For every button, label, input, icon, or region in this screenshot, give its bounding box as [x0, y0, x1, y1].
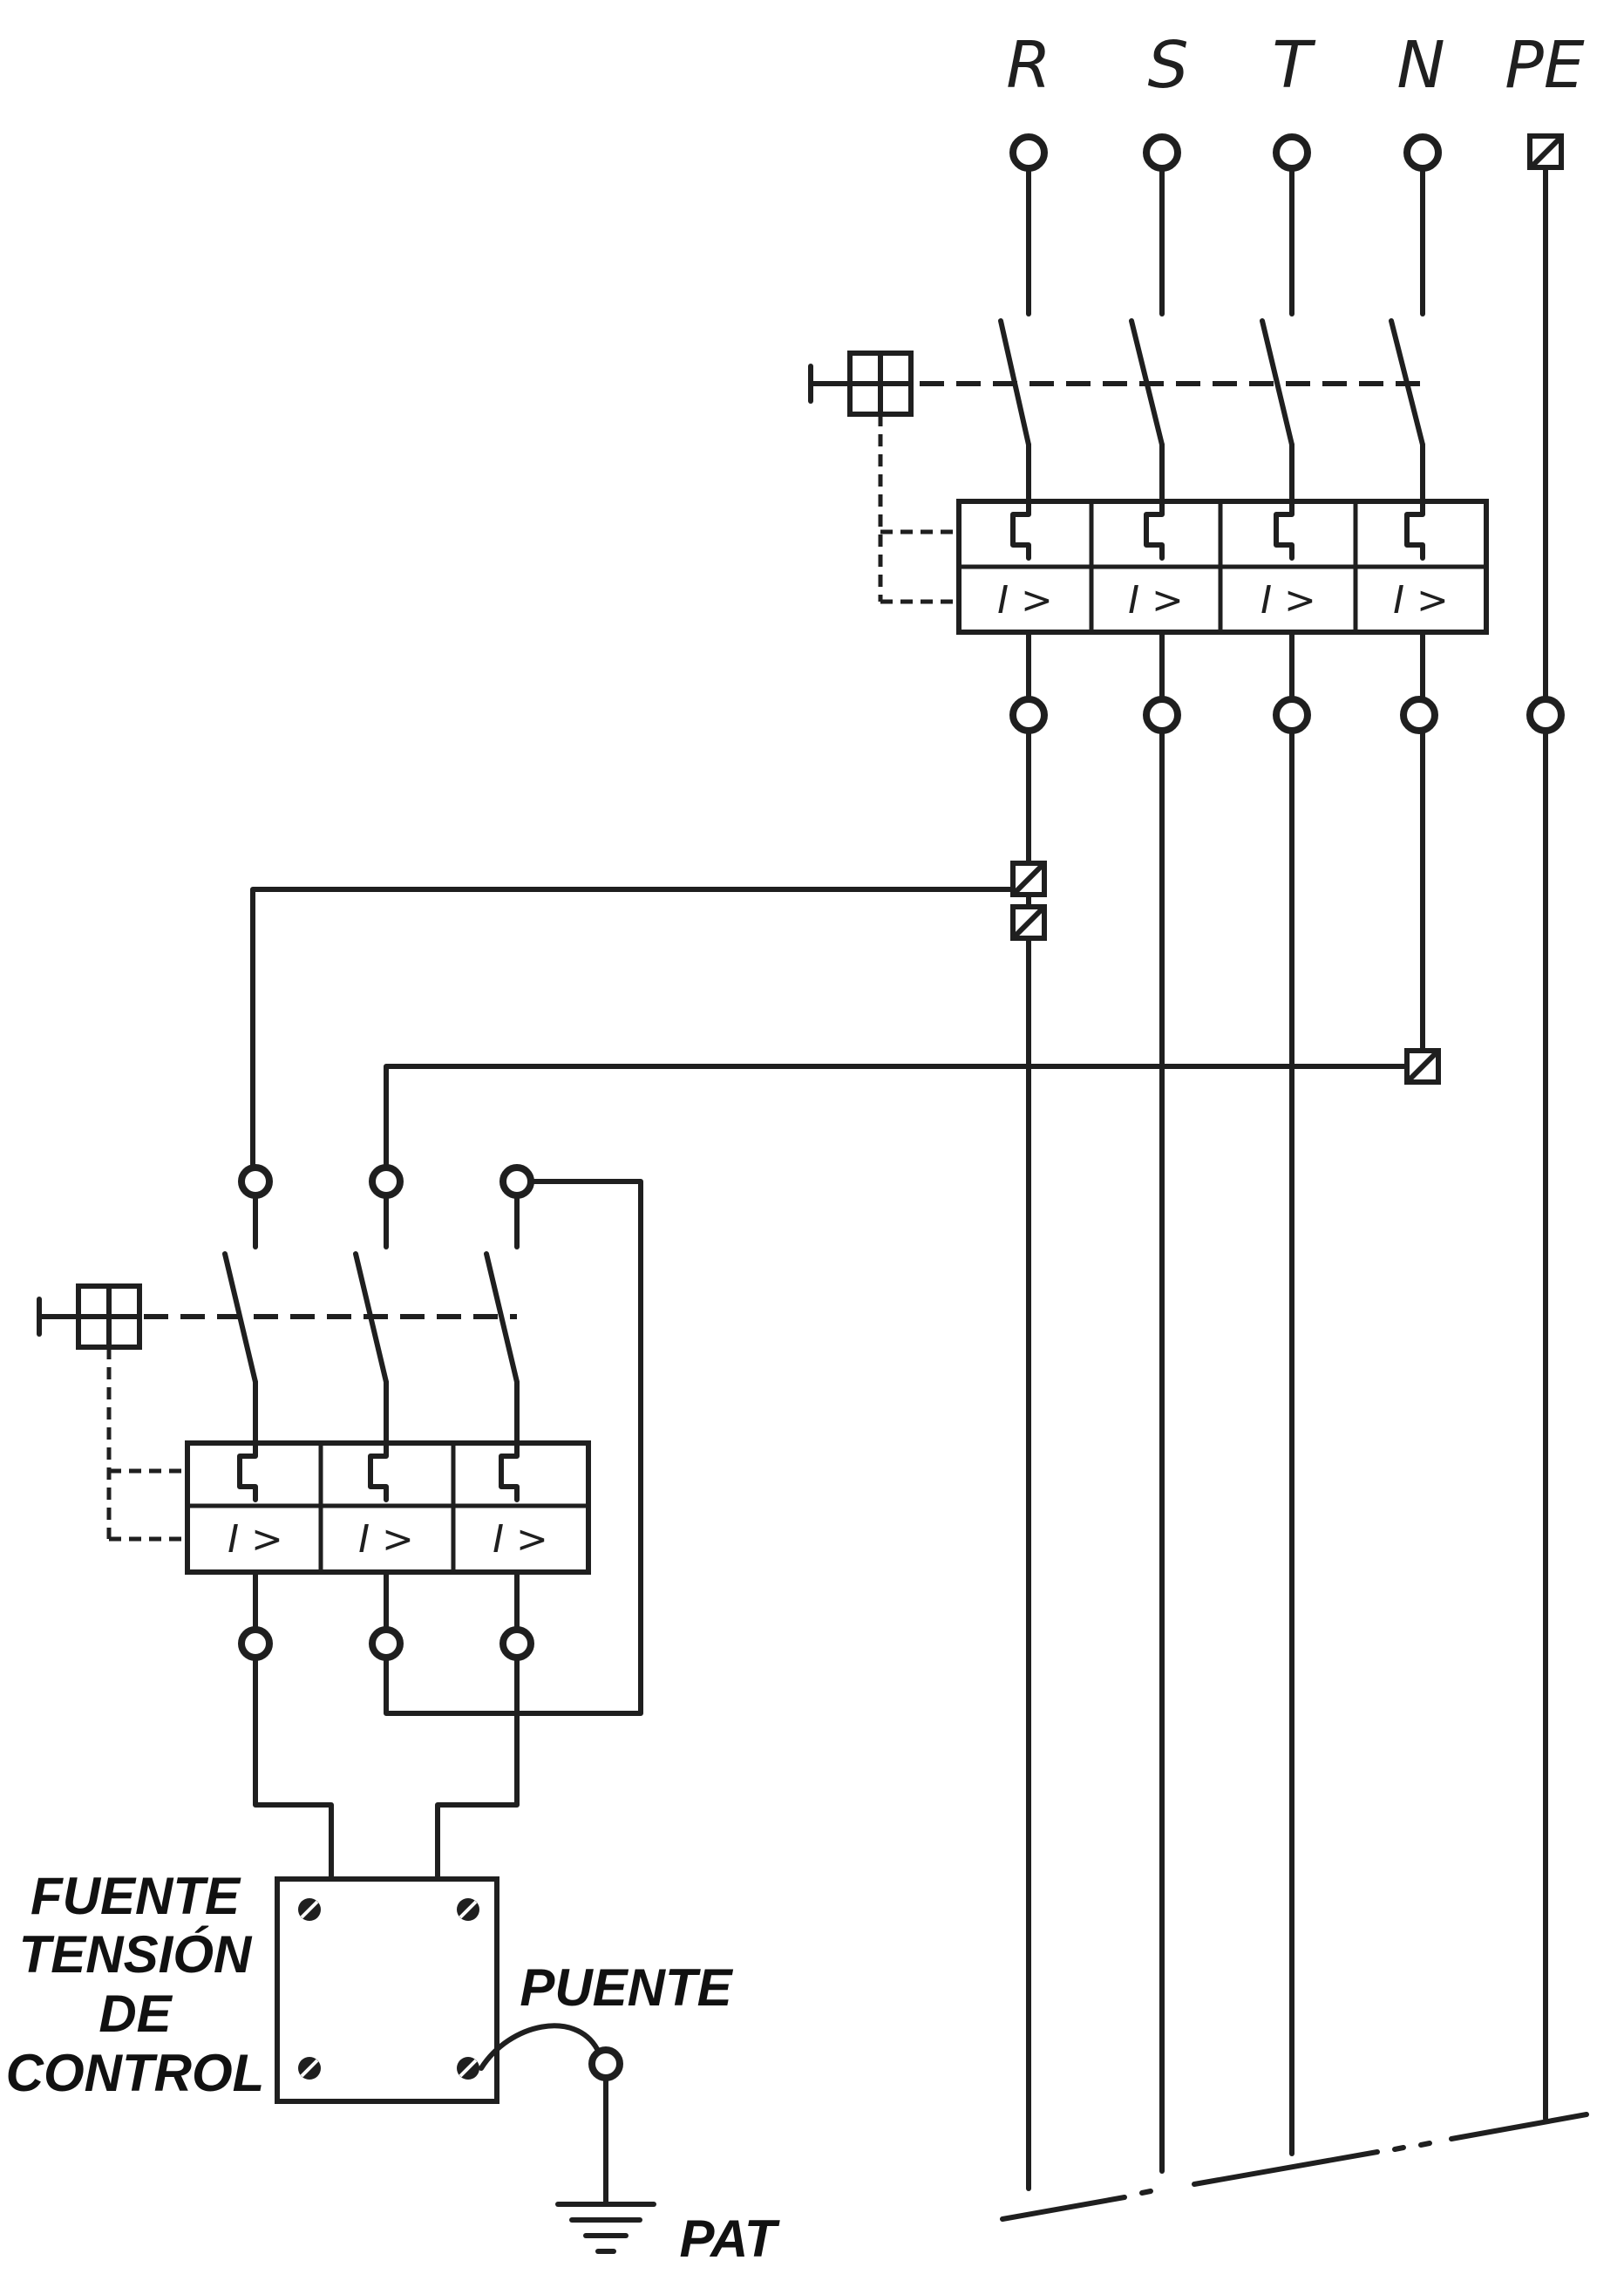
- trip-label-ctrl-2: I >: [358, 1517, 414, 1562]
- terminal-ctrl-1-in: [238, 1164, 273, 1199]
- terminal-n-out: [1400, 696, 1438, 734]
- tap-terminal-n: [1404, 1048, 1441, 1085]
- terminal-s-out: [1143, 696, 1181, 734]
- trip-label-n: I >: [1393, 578, 1449, 623]
- pe-terminal-block: [1527, 133, 1564, 170]
- main-breaker-contacts: [998, 318, 1425, 504]
- control-breaker-wires: [253, 1179, 643, 1716]
- control-breaker-output-wires: [253, 1569, 520, 1882]
- main-breaker-input-wires: [1026, 163, 1425, 317]
- control-breaker-handle-icon[interactable]: [37, 1283, 142, 1350]
- control-breaker-trip-units: [185, 1440, 591, 1575]
- trip-label-r: I >: [997, 578, 1053, 623]
- tap-wires: [250, 887, 1410, 1171]
- main-breaker-trip-link: [878, 414, 959, 604]
- control-voltage-source-box: [275, 1876, 499, 2104]
- terminal-t-out: [1273, 696, 1311, 734]
- terminal-s-in: [1143, 133, 1181, 172]
- bus-break-line: [1000, 2112, 1589, 2222]
- trip-label-s: I >: [1128, 578, 1184, 623]
- control-breaker-contacts: [222, 1251, 520, 1446]
- trip-label-t: I >: [1260, 578, 1316, 623]
- main-breaker-trip-units: [956, 499, 1489, 635]
- terminal-ctrl-1-out: [238, 1626, 273, 1661]
- ground-icon: [555, 2202, 656, 2254]
- phase-label-r: R: [1006, 28, 1050, 103]
- trip-label-ctrl-3: I >: [493, 1517, 548, 1562]
- phase-label-s: S: [1148, 28, 1189, 103]
- terminal-ctrl-2-in: [369, 1164, 404, 1199]
- bridge-label: PUENTE: [520, 1958, 733, 2017]
- terminal-pe-out: [1526, 696, 1565, 734]
- bus-lines: [1026, 165, 1548, 2191]
- ground-terminal: [588, 2046, 623, 2081]
- bridge-wire: [479, 2023, 600, 2071]
- source-label-line3: DE: [99, 1985, 173, 2043]
- main-breaker-handle-icon[interactable]: [808, 351, 914, 417]
- terminal-n-in: [1403, 133, 1442, 172]
- terminal-r-out: [1009, 696, 1048, 734]
- phase-label-t: T: [1272, 28, 1316, 103]
- tap-terminal-r: [1010, 861, 1047, 941]
- source-label-line4: CONTROL: [6, 2044, 265, 2102]
- terminal-t-in: [1273, 133, 1311, 172]
- terminal-ctrl-2-out: [369, 1626, 404, 1661]
- trip-label-ctrl-1: I >: [228, 1517, 283, 1562]
- control-breaker-trip-link: [106, 1347, 187, 1542]
- terminal-ctrl-3-out: [499, 1626, 534, 1661]
- ground-label: PAT: [679, 2209, 779, 2268]
- terminal-ctrl-3-in: [499, 1164, 534, 1199]
- source-label-line1: FUENTE: [31, 1867, 241, 1925]
- terminal-r-in: [1009, 133, 1048, 172]
- phase-label-pe: PE: [1505, 28, 1585, 103]
- phase-label-n: N: [1396, 28, 1444, 103]
- source-label-line2: TENSIÓN: [19, 1925, 253, 1984]
